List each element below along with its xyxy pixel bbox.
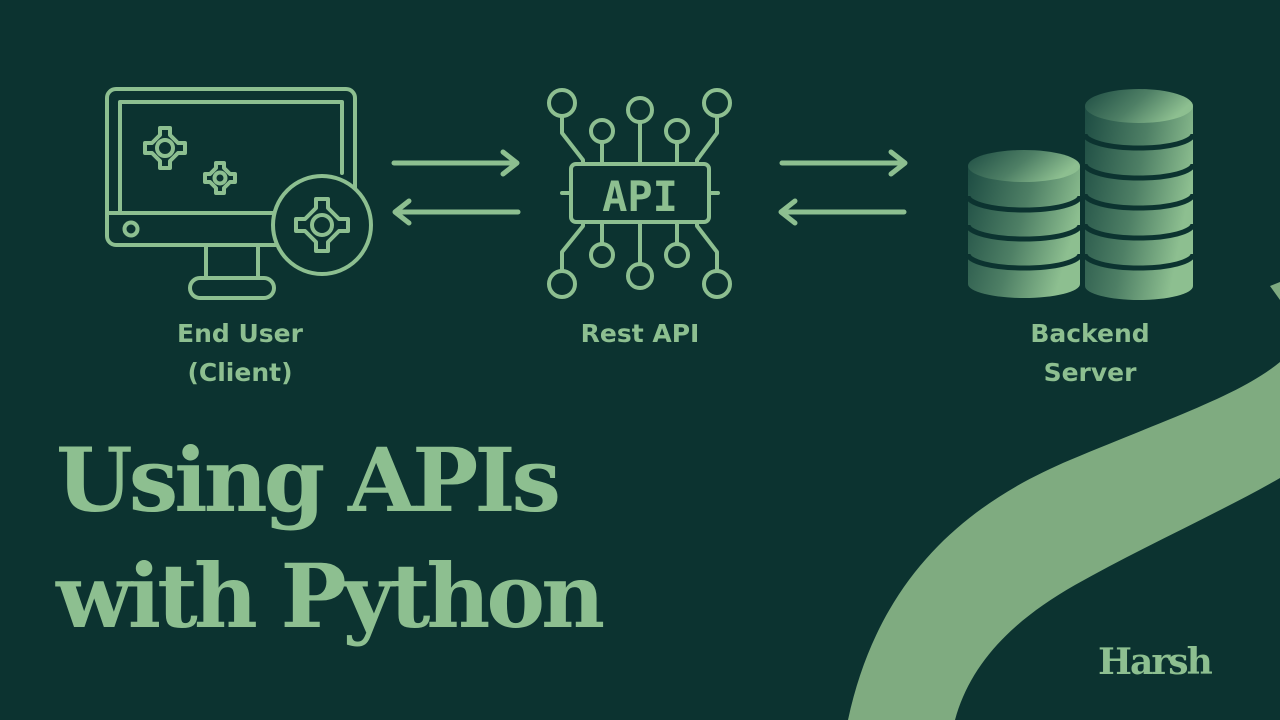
node-label-client-line-2: (Client) [187, 358, 293, 387]
node-label-server: Backend Server [990, 314, 1190, 392]
page-title-line-2: with Python [56, 544, 605, 648]
api-icon-text: API [602, 172, 678, 221]
arrows-api-server [778, 149, 908, 226]
database-small-icon [965, 150, 1083, 298]
large-gear-icon [294, 197, 350, 253]
node-label-api-line-1: Rest API [580, 319, 700, 348]
node-label-api: Rest API [540, 314, 740, 353]
tiny-gear-icon [203, 161, 237, 195]
brand-logo-text: Harsh [1098, 641, 1213, 683]
api-circuit-icon [547, 88, 732, 299]
decorative-swoosh-tip [1270, 282, 1280, 300]
decorative-swoosh [848, 362, 1280, 720]
monitor-gears-icon [105, 87, 373, 300]
page-title-line-1: Using APIs [56, 428, 561, 532]
node-label-server-line-2: Server [1043, 358, 1137, 387]
node-label-client-line-1: End User [177, 319, 303, 348]
node-label-server-line-1: Backend [1030, 319, 1150, 348]
node-label-client: End User (Client) [140, 314, 340, 392]
small-gear-icon [143, 126, 187, 170]
database-stack-icon [965, 89, 1196, 300]
database-large-icon [1082, 89, 1196, 300]
page-title: Using APIs with Python [56, 422, 605, 654]
arrows-client-api [391, 149, 521, 226]
